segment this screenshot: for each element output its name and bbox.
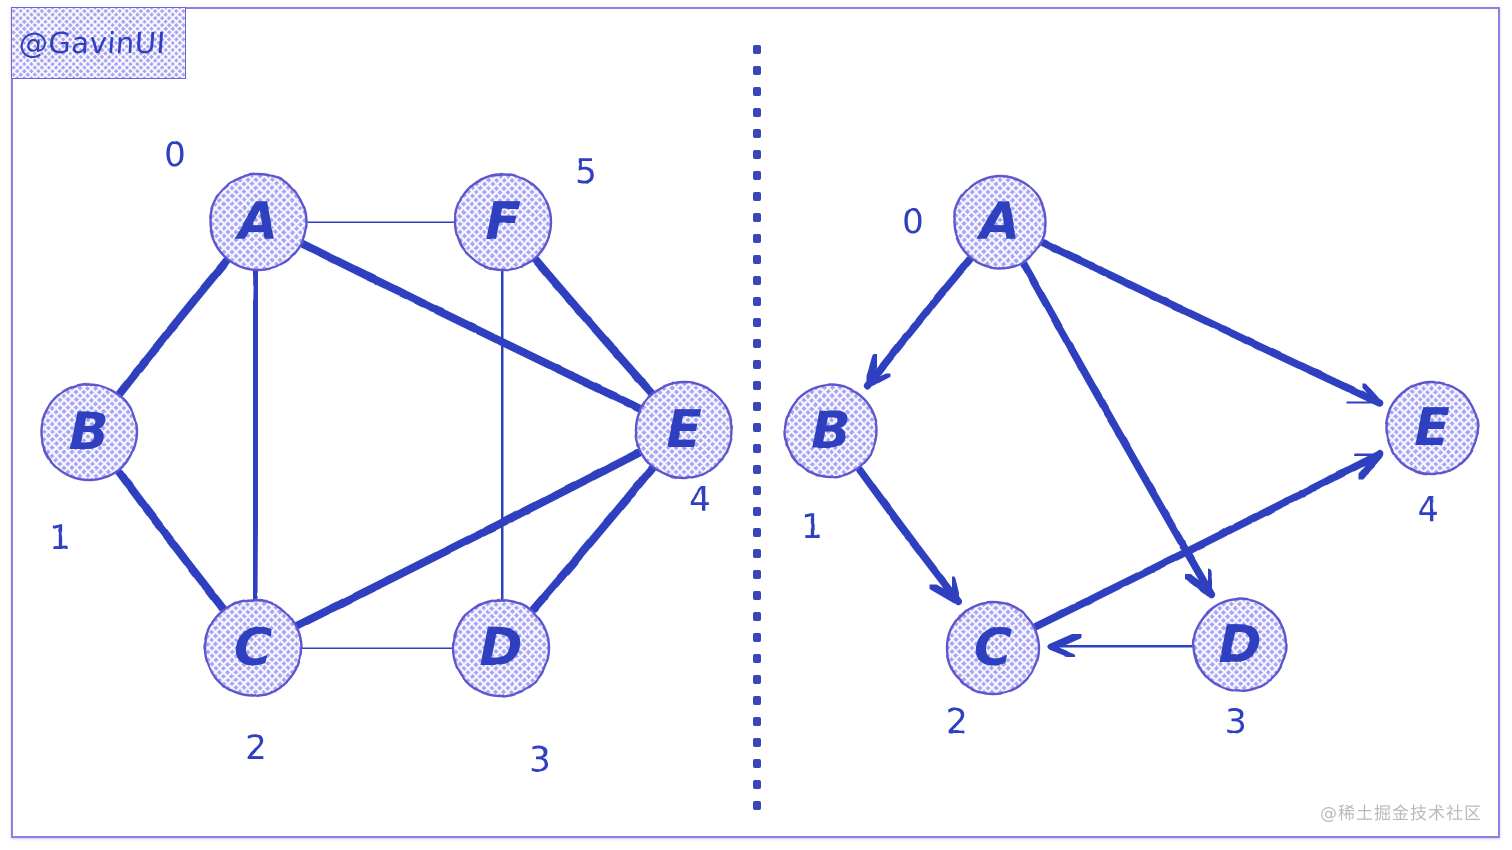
watermark-juejin: @稀土掘金技术社区: [1320, 804, 1482, 824]
watermark-hatch-background: [11, 7, 186, 79]
watermark-top-label: @GavinUI: [17, 26, 167, 60]
canvas-frame: [11, 7, 1500, 838]
watermark-gavinui: @GavinUI: [11, 7, 186, 79]
